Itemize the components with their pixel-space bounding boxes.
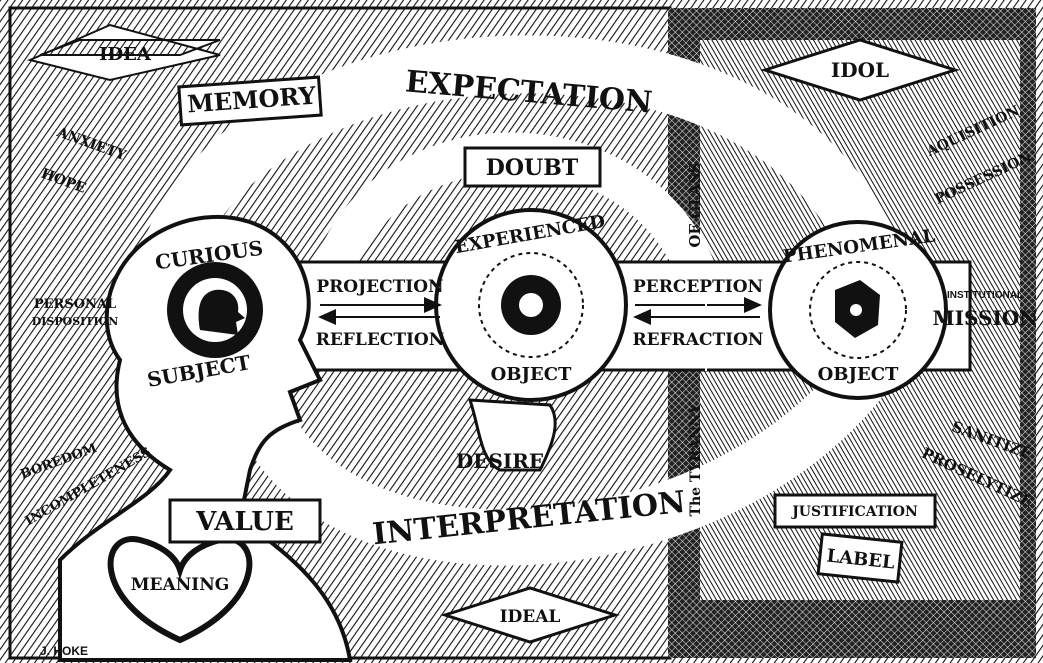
personal-label: PERSONAL bbox=[34, 297, 116, 312]
ideal-label: IDEAL bbox=[500, 607, 561, 627]
object-label-1: OBJECT bbox=[491, 364, 572, 385]
object-label-2: OBJECT bbox=[818, 364, 899, 385]
idol-label: IDOL bbox=[831, 58, 889, 82]
signature: J. HOKE bbox=[40, 644, 88, 658]
desire-label: DESIRE bbox=[456, 449, 544, 473]
subject-core bbox=[167, 262, 263, 358]
institutional-label: INSTITUTIONAL bbox=[947, 290, 1023, 301]
meaning-label: MEANING bbox=[131, 575, 230, 595]
perception-label: PERCEPTION bbox=[633, 277, 763, 297]
projection-label: PROJECTION bbox=[316, 277, 443, 297]
mission-label: MISSION bbox=[933, 306, 1038, 330]
value-label: VALUE bbox=[195, 507, 294, 537]
refraction-label: REFRACTION bbox=[633, 330, 764, 350]
of-glass-label: OF GLASS bbox=[686, 162, 704, 247]
disposition-label: DISPOSITION bbox=[32, 315, 119, 328]
idea-label: IDEA bbox=[99, 44, 152, 65]
justification-label: JUSTIFICATION bbox=[790, 504, 918, 520]
reflection-label: REFLECTION bbox=[316, 330, 445, 350]
the-tyranny-label: The TYRANNY bbox=[688, 403, 704, 517]
doubt-label: DOUBT bbox=[486, 155, 579, 181]
